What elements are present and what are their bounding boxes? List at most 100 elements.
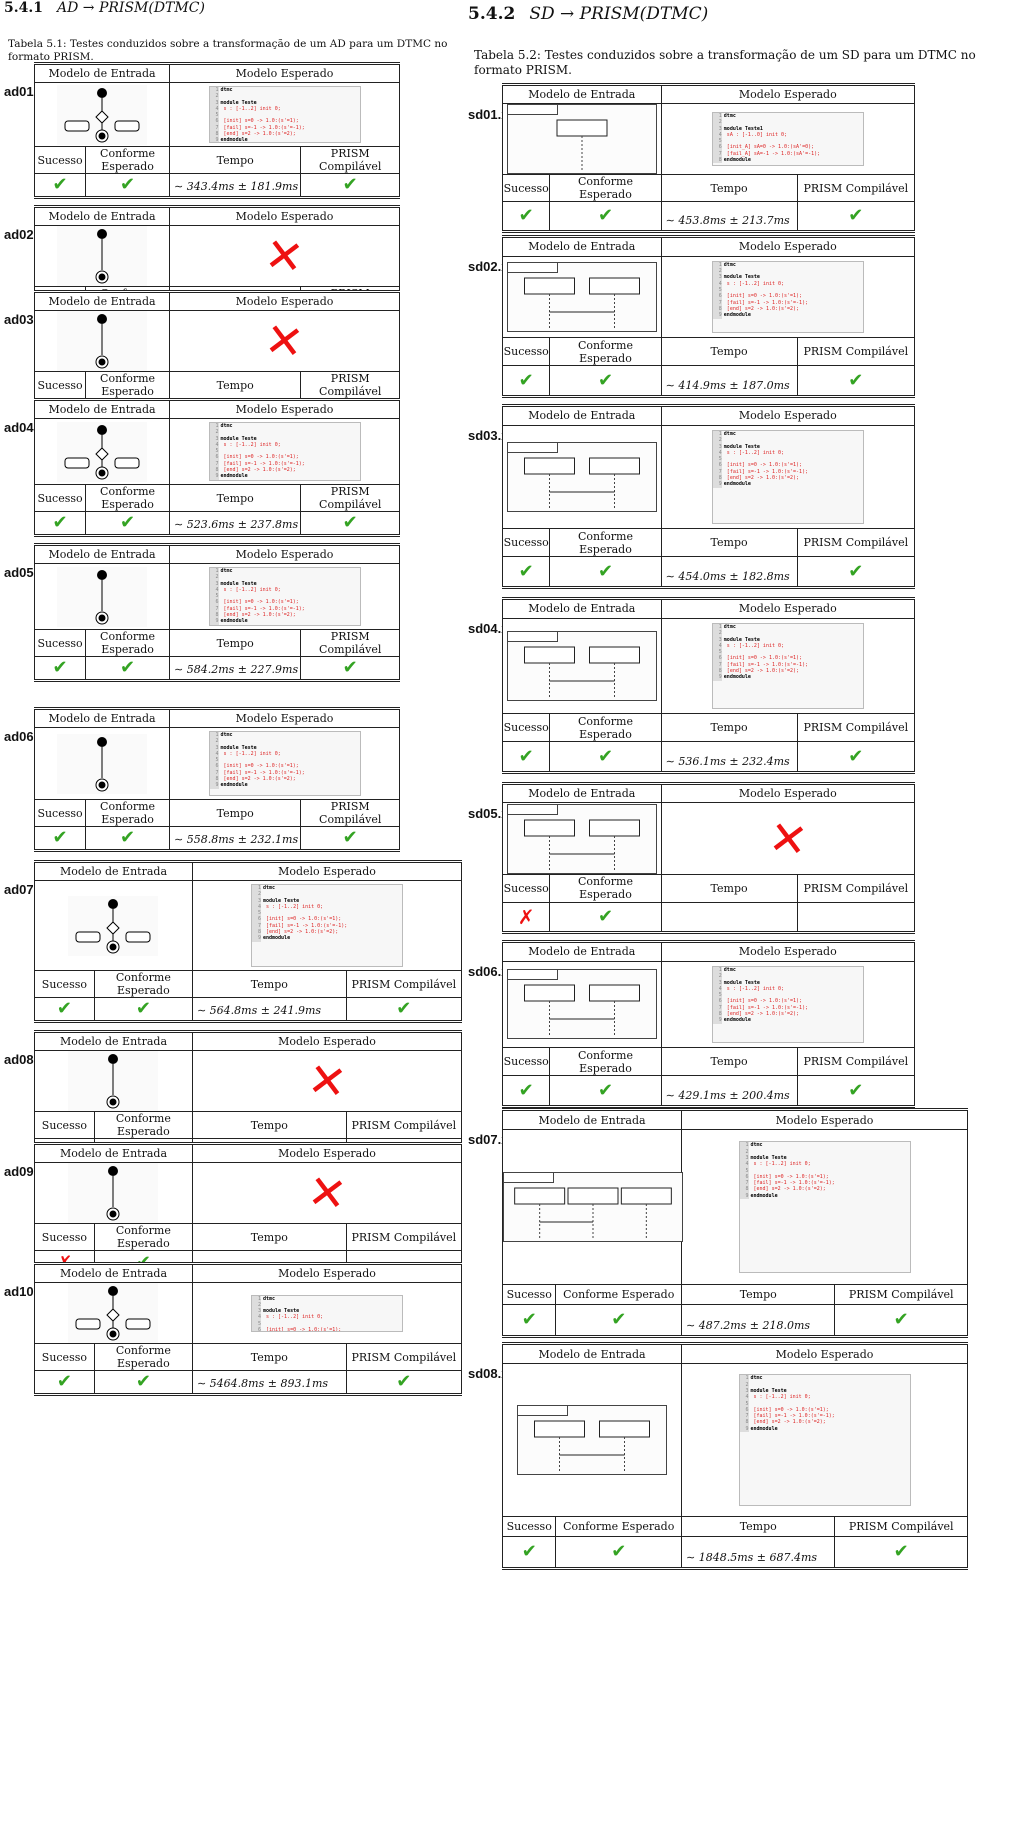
header-input-model: Modelo de Entrada — [501, 1108, 683, 1131]
success-cell: ✔ — [501, 1303, 557, 1338]
time-value: ∼ 454.0ms ± 182.8ms — [665, 570, 790, 583]
header-as-expected: Conforme Esperado — [549, 874, 662, 903]
input-model-diagram-cell — [34, 880, 193, 971]
failure-cross-icon: ✕ — [261, 311, 308, 371]
code-line: s : [-1..2] init 0; — [750, 1394, 811, 1401]
input-model-diagram-cell — [502, 255, 662, 339]
check-icon: ✔ — [342, 657, 358, 678]
header-time: Tempo — [660, 337, 798, 367]
time-value: ∼ 5464.8ms ± 893.1ms — [196, 1377, 329, 1390]
header-as-expected: Conforme Esperado — [555, 1516, 683, 1537]
code-line: dtmc — [723, 261, 736, 268]
code-line: s : [-1..2] init 0; — [723, 642, 785, 649]
header-as-expected: Conforme Esperado — [85, 629, 171, 657]
code-line: endmodule — [220, 782, 248, 789]
code-line: module Teste1 — [723, 125, 763, 132]
header-success: Sucesso — [501, 1516, 557, 1537]
input-model-diagram-cell — [501, 1363, 683, 1518]
header-as-expected: Conforme Esperado — [549, 713, 662, 743]
code-line: endmodule — [262, 935, 291, 942]
time-value: ∼ 523.6ms ± 237.8ms — [174, 518, 299, 531]
check-icon: ✔ — [597, 745, 614, 767]
failure-cross-icon: ✕ — [304, 1163, 350, 1223]
compilable-cell: ✔ — [834, 1303, 968, 1338]
time-cell: ∼ 558.8ms ± 232.1ms — [169, 826, 302, 851]
header-prism-compilable: PRISM Compilável — [300, 799, 400, 827]
expected-model-cell: ✕ — [191, 1050, 463, 1112]
header-expected-model: Modelo Esperado — [660, 598, 916, 619]
header-prism-compilable: PRISM Compilável — [300, 371, 400, 399]
check-icon: ✔ — [135, 998, 151, 1019]
check-icon: ✔ — [611, 1308, 627, 1330]
header-expected-model: Modelo Esperado — [191, 1031, 463, 1051]
time-cell: ∼ 414.9ms ± 187.0ms — [660, 365, 798, 397]
header-success: Sucesso — [501, 1047, 551, 1077]
check-icon: ✔ — [52, 657, 68, 678]
header-time: Tempo — [191, 1343, 347, 1371]
check-icon: ✔ — [848, 369, 864, 391]
input-model-diagram-cell — [33, 82, 171, 147]
header-prism-compilable: PRISM Compilável — [345, 1343, 463, 1371]
compilable-cell: ✔ — [300, 656, 400, 681]
header-expected-model: Modelo Esperado — [660, 84, 916, 104]
as-expected-cell: ✔ — [555, 1303, 683, 1338]
time-cell: ∼ 1848.5ms ± 687.4ms — [681, 1535, 836, 1570]
code-line: s : [-1..2] init 0; — [220, 586, 281, 593]
success-cell: ✔ — [501, 1535, 557, 1570]
header-expected-model: Modelo Esperado — [191, 861, 463, 881]
sequence-diagram — [506, 104, 657, 174]
header-time: Tempo — [169, 799, 302, 827]
header-time: Tempo — [169, 146, 302, 174]
sequence-diagram — [506, 261, 657, 332]
code-line: [init] s=0 -> 1.0:(s'=1); — [723, 462, 803, 469]
header-input-model: Modelo de Entrada — [33, 63, 171, 83]
as-expected-cell: ✔ — [93, 1370, 193, 1395]
activity-diagram — [57, 311, 148, 371]
header-expected-model: Modelo Esperado — [169, 206, 400, 226]
header-expected-model: Modelo Esperado — [169, 399, 400, 419]
compilable-cell: ✔ — [796, 365, 916, 397]
sequence-diagram — [503, 1172, 683, 1243]
compilable-cell: ✔ — [796, 741, 916, 773]
header-time: Tempo — [660, 874, 798, 903]
code-line: [fail] s=-1 -> 1.0:(s'=-1); — [723, 468, 809, 475]
code-line: [end] s=2 -> 1.0:(s'=2); — [262, 929, 339, 936]
code-line: module Teste — [723, 274, 760, 281]
compilable-cell: ✔ — [796, 1075, 916, 1107]
check-icon: ✔ — [521, 1540, 537, 1562]
success-cell: ✔ — [501, 556, 551, 588]
code-line: [init] s=0 -> 1.0:(s'=1); — [220, 118, 299, 125]
code-line: [end] s=2 -> 1.0:(s'=2); — [220, 467, 296, 474]
header-success: Sucesso — [33, 146, 87, 174]
time-cell: ∼ 584.2ms ± 227.9ms — [169, 656, 302, 681]
activity-diagram — [68, 1283, 159, 1343]
activity-diagram — [57, 226, 148, 286]
code-line: module Teste — [723, 636, 760, 643]
expected-model-cell: ✕ — [169, 225, 400, 287]
header-input-model: Modelo de Entrada — [502, 782, 662, 804]
header-input-model: Modelo de Entrada — [33, 544, 171, 564]
code-line: dtmc — [220, 423, 233, 429]
header-expected-model: Modelo Esperado — [681, 1108, 968, 1131]
input-model-diagram-cell — [502, 802, 662, 876]
as-expected-cell: ✔ — [85, 511, 171, 536]
